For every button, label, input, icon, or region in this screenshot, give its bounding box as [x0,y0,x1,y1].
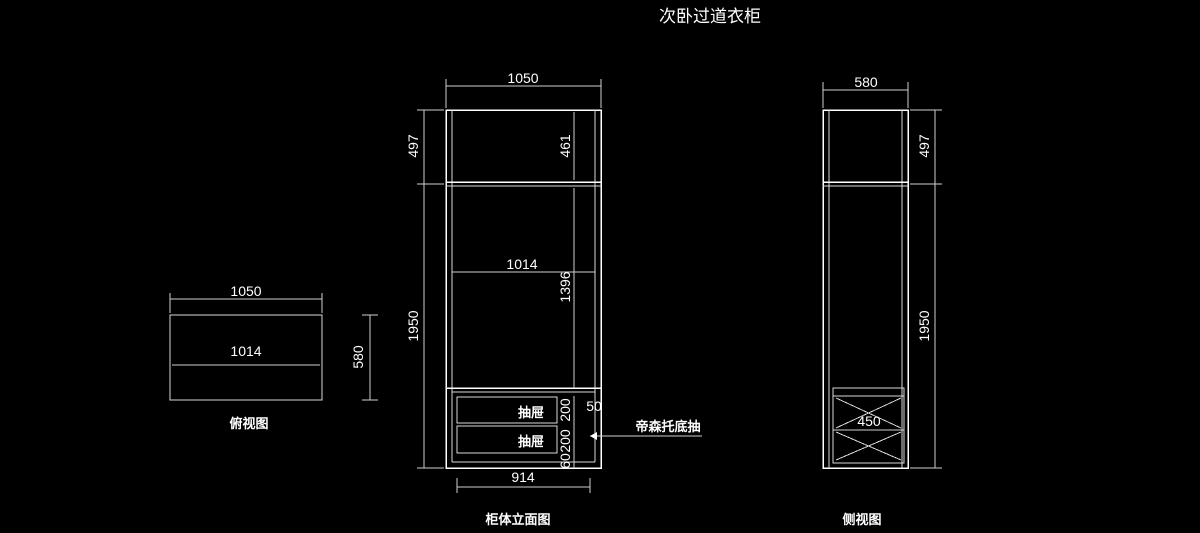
drawer-2 [456,425,558,454]
side-drawer-width: 450 [857,413,881,429]
side-main-height: 1950 [916,310,932,341]
front-drawer-2-height: 200 [557,429,573,453]
drawing-title: 次卧过道衣柜 [659,7,761,27]
side-view-label: 侧视图 [842,512,881,528]
top-view-label: 俯视图 [229,416,268,432]
side-top-height: 497 [916,134,932,158]
front-inner-width: 1014 [506,256,537,272]
front-view-label: 柜体立面图 [484,512,550,528]
side-view: 450 580 497 1950 侧视图 [822,74,942,528]
drawer-1-label: 抽屉 [518,405,544,421]
side-view-outline [822,109,909,469]
drawer-2-label: 抽屉 [518,434,544,450]
side-drawer-box [832,387,905,464]
front-top-inner-height: 461 [557,134,573,158]
front-view: 1050 1014 497 1950 461 1396 200 200 60 5… [405,70,702,528]
callout-label: 帝森托底抽 [635,419,700,435]
front-drawer-1-height: 200 [557,398,573,422]
front-gap: 50 [586,398,602,414]
front-main-height: 1950 [405,310,421,341]
top-view-depth: 580 [350,345,366,369]
front-bottom-width: 914 [511,469,535,485]
top-view-inner-width: 1014 [230,343,261,359]
drawer-1 [456,396,558,424]
front-view-outline [445,109,602,469]
front-outer-width: 1050 [507,70,538,86]
top-view-outline [169,314,323,401]
front-main-inner-height: 1396 [557,271,573,302]
top-view-outer-width: 1050 [230,283,261,299]
side-depth: 580 [854,74,878,90]
front-plinth-height: 60 [557,453,573,469]
top-view: 1050 1014 580 俯视图 [169,283,378,432]
front-top-height: 497 [405,134,421,158]
